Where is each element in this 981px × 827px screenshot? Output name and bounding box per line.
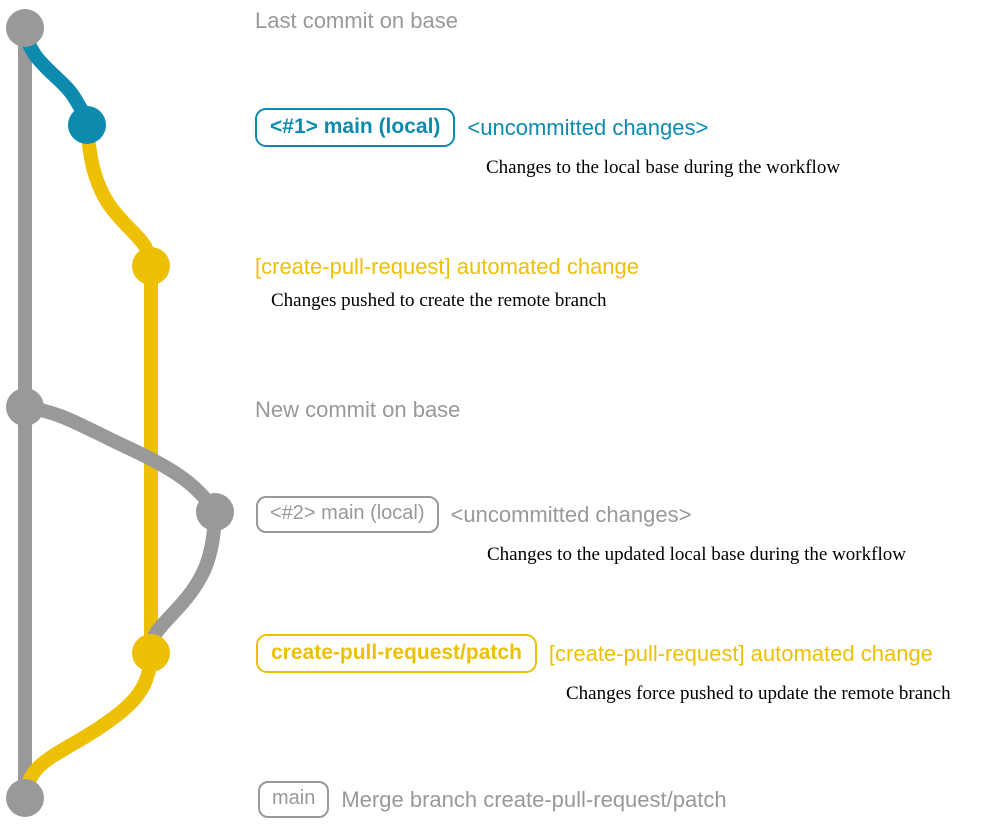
ref-pill-create-pull-request-patch[interactable]: create-pull-request/patch <box>256 634 537 673</box>
ref-pill-main[interactable]: main <box>258 781 330 818</box>
row-new-commit: New commit on base <box>0 397 981 423</box>
row-last-commit: Last commit on base <box>0 8 981 34</box>
commit-subject: New commit on base <box>255 397 461 422</box>
commit-note: Changes force pushed to update the remot… <box>566 683 951 704</box>
commit-subject: <uncommitted changes> <box>450 501 692 527</box>
commit-note: Changes pushed to create the remote bran… <box>271 290 607 311</box>
row-local-1: <#1> main (local) <uncommitted changes> … <box>0 108 981 179</box>
ref-pill-main-local-1[interactable]: <#1> main (local) <box>255 108 456 147</box>
commit-note: Changes to the local base during the wor… <box>486 157 841 178</box>
commit-subject: Last commit on base <box>255 8 458 33</box>
commit-subject: [create-pull-request] automated change <box>255 254 640 279</box>
row-merge: main Merge branch create-pull-request/pa… <box>0 781 981 818</box>
row-local-2: <#2> main (local) <uncommitted changes> … <box>0 496 981 566</box>
row-automated-change-1: [create-pull-request] automated change C… <box>0 254 981 312</box>
commit-subject: [create-pull-request] automated change <box>548 640 933 666</box>
row-patch-branch: create-pull-request/patch [create-pull-r… <box>0 634 981 705</box>
ref-pill-main-local-2[interactable]: <#2> main (local) <box>256 496 439 533</box>
commit-subject: Merge branch create-pull-request/patch <box>341 786 727 812</box>
commit-subject: <uncommitted changes> <box>467 114 709 140</box>
commit-note: Changes to the updated local base during… <box>487 544 906 565</box>
